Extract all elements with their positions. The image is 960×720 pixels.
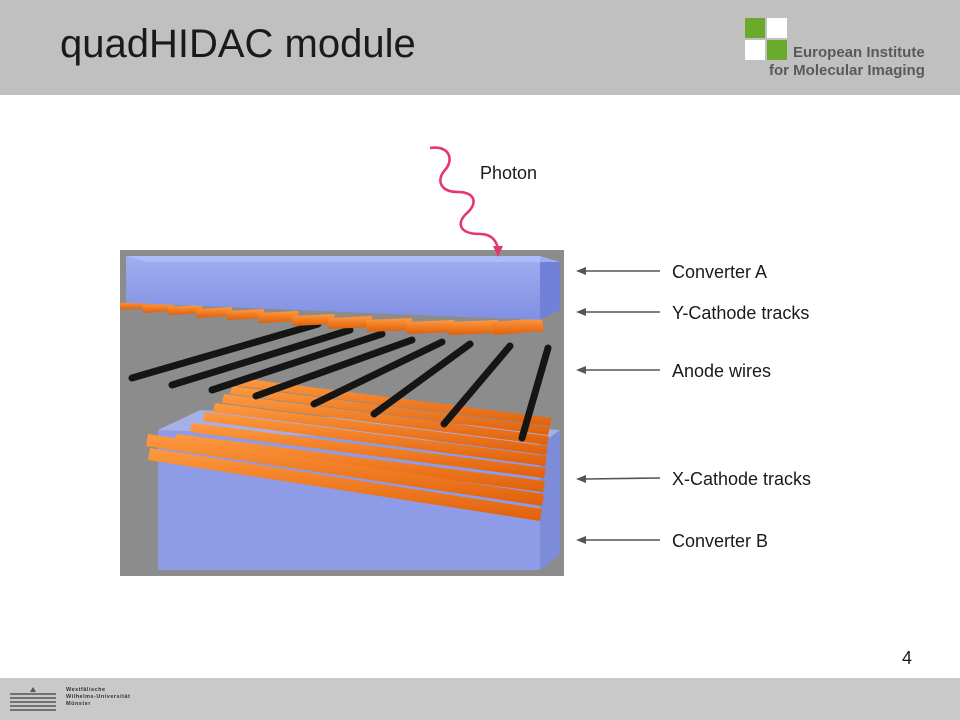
anode-label: Anode wires <box>672 361 772 381</box>
label-pointers <box>576 267 661 544</box>
eimi-logo: European Institute for Molecular Imaging <box>745 18 925 88</box>
university-line-1: Westfälische <box>66 687 106 693</box>
logo-line-2: for Molecular Imaging <box>769 62 925 79</box>
university-emblem-icon <box>10 687 56 711</box>
university-name: Westfälische Wilhelms-Universität Münste… <box>66 687 130 708</box>
photon-arrow <box>429 146 503 257</box>
eimi-logo-text: European Institute for Molecular Imaging <box>769 44 925 80</box>
pointer-converter-a <box>576 267 660 275</box>
university-line-3: Münster <box>66 701 91 707</box>
pointer-converter-b <box>576 536 660 544</box>
y-cathode-label: Y-Cathode tracks <box>672 303 810 323</box>
pointer-y-cathode <box>576 308 660 316</box>
footer-bar: Westfälische Wilhelms-Universität Münste… <box>0 678 960 720</box>
converter-a-block <box>126 256 560 320</box>
eimi-logo-mark <box>745 18 789 62</box>
pointer-x-cathode <box>576 475 661 483</box>
slide-title: quadHIDAC module <box>60 22 416 66</box>
x-cathode-tracks <box>146 378 552 521</box>
y-cathode-tracks <box>120 301 544 335</box>
photon-label: Photon <box>480 163 538 183</box>
x-cathode-label: X-Cathode tracks <box>672 469 812 489</box>
pointer-anode <box>576 366 660 374</box>
header-bar: quadHIDAC module European Institute for … <box>0 0 960 95</box>
university-line-2: Wilhelms-Universität <box>66 694 131 700</box>
page-number: 4 <box>902 648 913 668</box>
logo-line-1: European Institute <box>793 44 925 61</box>
university-logo: Westfälische Wilhelms-Universität Münste… <box>8 684 148 716</box>
anode-wires <box>128 320 552 442</box>
converter-a-label: Converter A <box>672 262 768 282</box>
converter-b-label: Converter B <box>672 531 769 551</box>
